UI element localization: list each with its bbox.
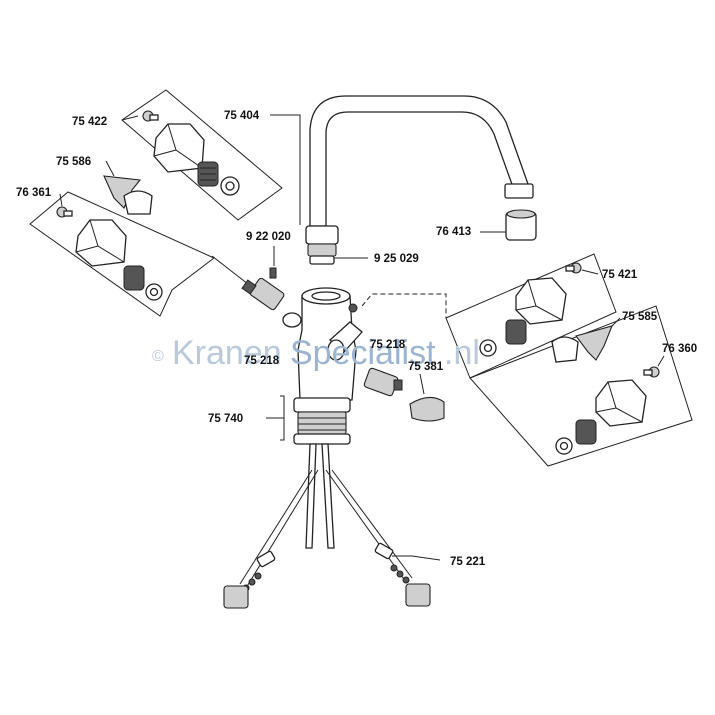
- label-75218-left: 75 218: [244, 355, 280, 367]
- watermark-main: Specialist: [290, 334, 436, 372]
- leader-76361: [59, 193, 63, 207]
- leader-75421: [581, 269, 599, 275]
- cartridge-right-75218: [363, 367, 403, 397]
- label-76413: 76 413: [436, 226, 471, 238]
- spout-75404: [305, 95, 534, 265]
- watermark-prefix: Kranen: [172, 334, 282, 372]
- label-75740: 75 740: [208, 413, 243, 425]
- leader-75585: [611, 317, 621, 327]
- right-variants-panel: [445, 253, 617, 379]
- label-75422: 75 422: [72, 116, 107, 128]
- leader-75422: [121, 115, 139, 121]
- fitting-right-75221: [374, 542, 431, 607]
- label-76360: 76 360: [662, 343, 697, 355]
- label-75381: 75 381: [408, 361, 444, 373]
- screw-922020: [269, 267, 277, 279]
- watermark-suffix: .nl: [444, 334, 480, 372]
- leader-75221: [392, 555, 441, 561]
- left-variants-panel-lower: [29, 191, 215, 317]
- spindle-gear: [197, 161, 219, 187]
- right-panel-connector: [361, 293, 447, 318]
- label-76361: 76 361: [16, 187, 52, 199]
- right-variants-panel-lower: [469, 305, 693, 467]
- mixer-body: [297, 287, 363, 401]
- leader-76360: [657, 355, 665, 367]
- handle-76361: [56, 206, 163, 301]
- label-75586: 75 586: [56, 156, 91, 168]
- handle-76360: [555, 366, 660, 455]
- label-922020: 9 22 020: [246, 231, 291, 243]
- label-75404: 75 404: [224, 110, 260, 122]
- cartridge-left-75218: [241, 277, 302, 328]
- leader-75586: [105, 160, 115, 177]
- label-75585: 75 585: [622, 311, 658, 323]
- label-75221: 75 221: [450, 556, 486, 568]
- lever-75586: [103, 175, 153, 215]
- leader-75404: [270, 114, 301, 225]
- watermark: © Kranen Specialist .nl: [152, 334, 480, 372]
- watermark-copyright: ©: [152, 348, 164, 365]
- fitting-left: [223, 550, 276, 609]
- cap-75381: [409, 396, 445, 422]
- base-75740: [293, 397, 351, 445]
- supply-tubes: [239, 443, 413, 589]
- label-75218-right: 75 218: [370, 339, 406, 351]
- label-75421: 75 421: [602, 269, 638, 281]
- lever-75585: [551, 325, 613, 363]
- handle-75421: [479, 262, 582, 357]
- leader-75381: [419, 373, 425, 395]
- leader-75740: [266, 395, 285, 441]
- handle-75422: [142, 110, 240, 196]
- aerator-76413: [505, 209, 537, 241]
- left-variants-panel: [121, 89, 283, 221]
- label-925029: 9 25 029: [374, 253, 419, 265]
